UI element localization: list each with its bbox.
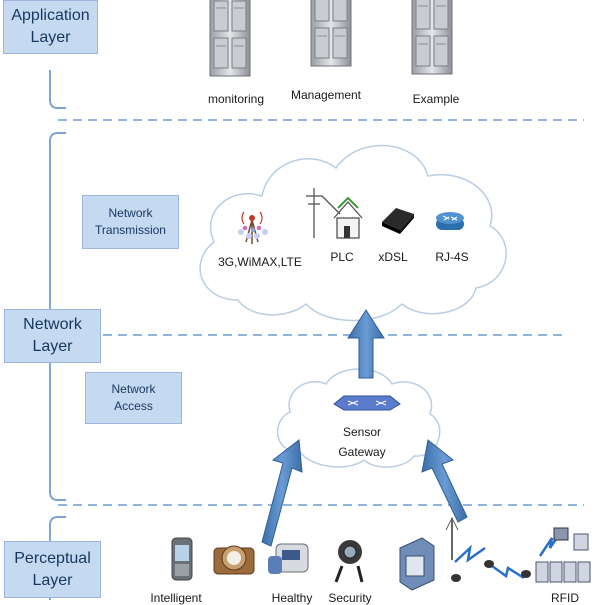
arrow-devices-to-gateway-left <box>261 439 303 547</box>
server-label-management: Management <box>290 88 362 102</box>
health-monitor-icon <box>268 543 309 574</box>
tech-label-plc: PLC <box>330 250 354 264</box>
sensor-gateway-line2: Gateway <box>338 445 386 459</box>
application-layer-line1: Application <box>11 7 90 24</box>
server-icon-management <box>310 0 352 67</box>
server-label-example: Example <box>412 92 460 106</box>
tech-label-cellular: 3G,WiMAX,LTE <box>218 255 302 269</box>
bracket-application <box>49 70 66 109</box>
rfid-tags-icon <box>535 533 591 583</box>
layer-dividers <box>58 119 584 506</box>
device-label-security: Security <box>328 591 372 605</box>
perceptual-layer-line2: Layer <box>32 571 73 589</box>
wireless-sensor-network-icon <box>445 516 569 582</box>
server-icon-monitoring <box>209 0 251 77</box>
server-icons <box>209 0 453 77</box>
network-access-line1: Network <box>111 382 156 396</box>
network-transmission-line1: Network <box>108 206 153 220</box>
cell-tower-icon <box>238 211 268 244</box>
sensor-gateway-line1: Sensor <box>342 425 382 439</box>
server-label-monitoring: monitoring <box>207 92 265 106</box>
network-layer-line1: Network <box>23 316 82 333</box>
cabinet-icon <box>399 537 435 591</box>
arrow-gateway-to-cloud <box>347 309 385 379</box>
power-house-icon <box>306 188 363 239</box>
network-transmission-line2: Transmission <box>95 223 166 237</box>
access-cloud <box>276 368 441 468</box>
device-label-healthy: Healthy <box>271 591 313 605</box>
modem-icon <box>382 208 414 234</box>
meter-icon <box>213 545 255 575</box>
phone-icon <box>171 537 193 581</box>
flow-arrows <box>261 309 468 547</box>
device-label-intelligent: Intelligent <box>150 591 202 605</box>
server-icon-example <box>411 0 453 75</box>
arrow-devices-to-gateway-right <box>421 439 468 523</box>
security-camera-icon <box>334 540 364 583</box>
tech-label-xdsl: xDSL <box>378 250 408 264</box>
network-layer-line2: Layer <box>32 338 73 355</box>
device-label-rfid: RFID <box>551 591 579 605</box>
network-access-line2: Access <box>114 399 153 413</box>
tech-label-rj: RJ-4S <box>435 250 469 264</box>
application-layer-line2: Layer <box>30 29 71 46</box>
router-icon <box>436 212 464 230</box>
bracket-perceptual <box>49 516 66 600</box>
sensor-gateway-label: Sensor Gateway <box>322 422 402 462</box>
gateway-device-icon <box>333 395 401 411</box>
perceptual-layer-line1: Perceptual <box>14 549 91 567</box>
